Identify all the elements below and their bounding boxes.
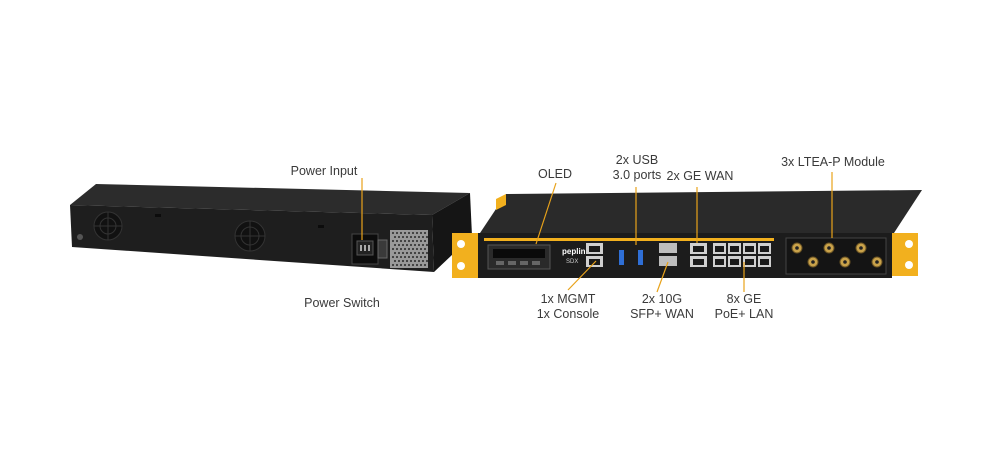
- leader-mgmt: [567, 260, 597, 291]
- rear-unit-side: [432, 193, 472, 272]
- leader-lines: [361, 172, 833, 293]
- label-power-input: Power Input: [290, 164, 358, 178]
- fan-vent-left: [93, 211, 123, 241]
- fan-vent-right: [234, 220, 266, 252]
- leader-sfp: [656, 261, 669, 293]
- power-input-socket: [351, 233, 379, 265]
- front-unit: peplink SDX: [452, 190, 922, 278]
- label-oled: OLED: [537, 167, 573, 181]
- model-label: SDX: [566, 259, 578, 265]
- rear-unit: [70, 184, 472, 272]
- label-power-switch: Power Switch: [304, 296, 380, 310]
- brand-logo: peplink: [562, 247, 591, 256]
- oled-display: [487, 244, 551, 270]
- front-unit-top: [478, 190, 922, 236]
- label-ge-wan: 2x GE WAN: [666, 169, 734, 183]
- leader-oled: [535, 182, 557, 245]
- rear-unit-top: [70, 184, 470, 215]
- rack-ear-right: [892, 233, 918, 276]
- label-mgmt: 1x MGMT 1x Console: [536, 292, 600, 321]
- accent-strip: [484, 238, 774, 241]
- label-sfp: 2x 10G SFP+ WAN: [630, 292, 694, 321]
- sfp-ports: [659, 243, 677, 266]
- power-switch: [377, 239, 388, 259]
- label-ltea: 3x LTEA-P Module: [781, 155, 885, 169]
- label-poe-lan: 8x GE PoE+ LAN: [714, 292, 774, 321]
- ge-wan-ports: [690, 243, 707, 267]
- psu-vent: [390, 230, 429, 268]
- ltea-module: [785, 237, 887, 275]
- ground-screw-icon: [77, 234, 83, 240]
- rack-ear-left: [452, 194, 506, 278]
- poe-lan-ports: [713, 243, 771, 267]
- usb-ports: [619, 250, 643, 265]
- label-usb: 2x USB 3.0 ports: [612, 153, 662, 182]
